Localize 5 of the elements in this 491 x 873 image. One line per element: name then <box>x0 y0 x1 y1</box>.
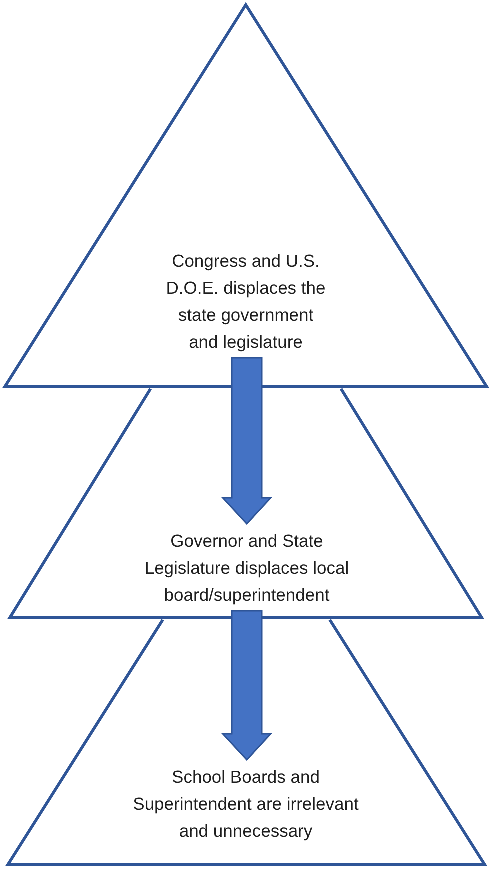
tier-text: Governor and State Legislature displaces local board/superintendent <box>144 530 350 607</box>
block-arrow <box>221 610 273 762</box>
tier-text: Congress and U.S. D.O.E. displaces the state government and legislature <box>166 250 326 354</box>
block-arrow <box>221 357 273 526</box>
tier-text: School Boards and Superintendent are irrelevant and unnecessary <box>132 766 360 843</box>
